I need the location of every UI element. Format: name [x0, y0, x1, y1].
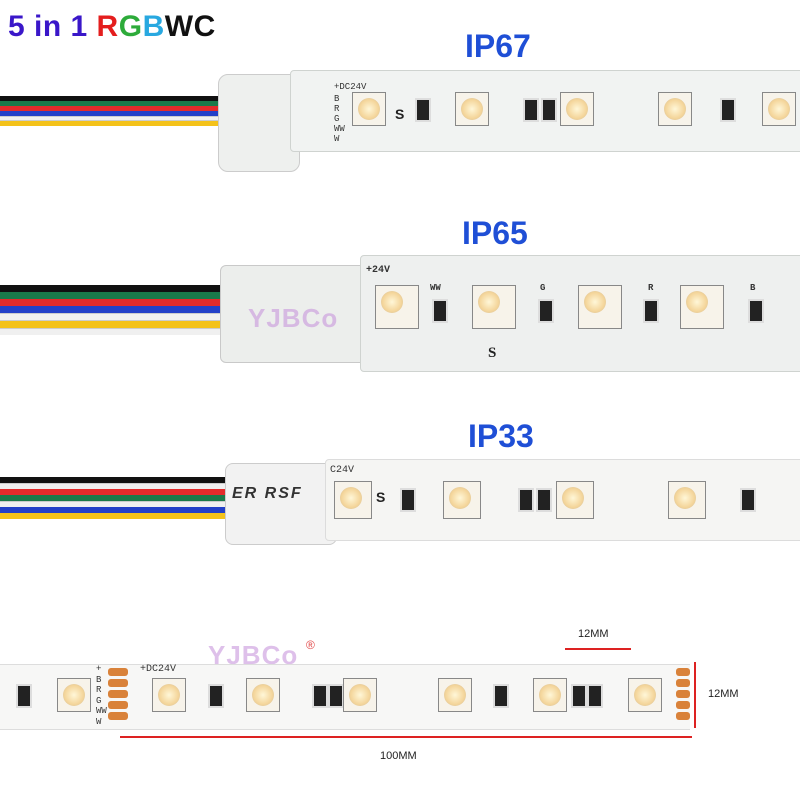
bare-pcb-diagram: YJBCo ® 12MM +DC24V + B R G WW W 12MM 10…: [0, 620, 800, 790]
resistor: [493, 684, 509, 708]
led-chip: [556, 481, 594, 519]
ip67-marker: S: [395, 106, 405, 122]
registered-mark: ®: [306, 638, 315, 652]
ip65-pin-r: R: [648, 283, 654, 293]
resistor: [536, 488, 552, 512]
title-letter-b: B: [142, 10, 165, 43]
ip65-wire-bundle: [0, 285, 240, 335]
led-chip: [343, 678, 377, 712]
ip67-voltage-text: +DC24V: [334, 82, 367, 92]
solder-pad: [108, 712, 128, 720]
solder-pad: [676, 679, 690, 687]
ip65-strip-photo: YJBCo +24V WW S G R B: [0, 255, 800, 385]
ip33-label: IP33: [468, 418, 534, 454]
bare-pin-labels: + B R G WW W: [96, 664, 107, 727]
resistor: [518, 488, 534, 512]
ip65-voltage-text: +24V: [366, 265, 391, 276]
solder-pad: [676, 701, 690, 709]
led-chip: [443, 481, 481, 519]
ip65-pin-ww: WW: [430, 283, 441, 293]
ip67-strip-photo: +DC24V B R G WW W S: [0, 70, 800, 180]
resistor: [587, 684, 603, 708]
solder-pad: [108, 690, 128, 698]
ip33-heat-shrink: [225, 463, 337, 545]
ip65-label: IP65: [462, 215, 528, 251]
title-letter-r: R: [96, 10, 119, 43]
ip65-shrink-sleeve: [220, 265, 372, 363]
led-chip: [334, 481, 372, 519]
resistor: [643, 299, 659, 323]
resistor: [541, 98, 557, 122]
resistor: [208, 684, 224, 708]
ip65-pin-g: G: [540, 283, 546, 293]
ip65-marker: S: [488, 345, 497, 361]
height-dimension-label: 12MM: [708, 688, 739, 700]
solder-pad: [676, 668, 690, 676]
resistor: [432, 299, 448, 323]
title-prefix: 5 in 1: [8, 10, 97, 43]
resistor: [328, 684, 344, 708]
led-chip: [352, 92, 386, 126]
resistor: [523, 98, 539, 122]
led-chip: [455, 92, 489, 126]
height-dimension-line: [694, 662, 696, 728]
ip33-marker: S: [376, 489, 386, 505]
led-chip: [560, 92, 594, 126]
led-chip: [57, 678, 91, 712]
resistor: [312, 684, 328, 708]
solder-pad: [676, 712, 690, 720]
led-chip: [658, 92, 692, 126]
led-chip: [533, 678, 567, 712]
ip65-watermark: YJBCo: [248, 303, 339, 333]
ip67-pin-labels: B R G WW W: [334, 94, 345, 144]
resistor: [16, 684, 32, 708]
resistor: [748, 299, 764, 323]
solder-pad: [108, 679, 128, 687]
title-letter-c: C: [193, 10, 216, 43]
resistor: [415, 98, 431, 122]
resistor: [720, 98, 736, 122]
resistor: [740, 488, 756, 512]
led-chip: [152, 678, 186, 712]
led-chip: [438, 678, 472, 712]
resistor: [400, 488, 416, 512]
length-dimension-label: 100MM: [380, 750, 417, 762]
solder-pad: [676, 690, 690, 698]
bare-voltage-text: +DC24V: [140, 664, 177, 675]
ip67-endcap: [218, 74, 300, 172]
ip67-wire-bundle: [0, 96, 240, 126]
led-chip: [680, 285, 724, 329]
title-letter-g: G: [118, 10, 143, 43]
resistor: [538, 299, 554, 323]
led-chip: [578, 285, 622, 329]
ip65-pin-b: B: [750, 283, 756, 293]
ip33-strip-photo: ER RSF C24V S: [0, 455, 800, 565]
led-chip: [628, 678, 662, 712]
width-dimension-label: 12MM: [578, 628, 609, 640]
solder-pad: [108, 668, 128, 676]
led-chip: [246, 678, 280, 712]
ip33-wire-bundle: [0, 477, 240, 519]
title-letter-w: W: [164, 10, 194, 43]
ip33-printed-text: ER RSF: [232, 485, 303, 502]
led-chip: [762, 92, 796, 126]
product-title: 5 in 1 RGBWC: [8, 10, 216, 44]
led-chip: [375, 285, 419, 329]
width-dimension-line: [565, 648, 631, 650]
ip67-label: IP67: [465, 28, 531, 64]
led-chip: [472, 285, 516, 329]
solder-pad: [108, 701, 128, 709]
led-chip: [668, 481, 706, 519]
length-dimension-line: [120, 736, 692, 738]
resistor: [571, 684, 587, 708]
ip33-voltage-text: C24V: [330, 465, 355, 476]
